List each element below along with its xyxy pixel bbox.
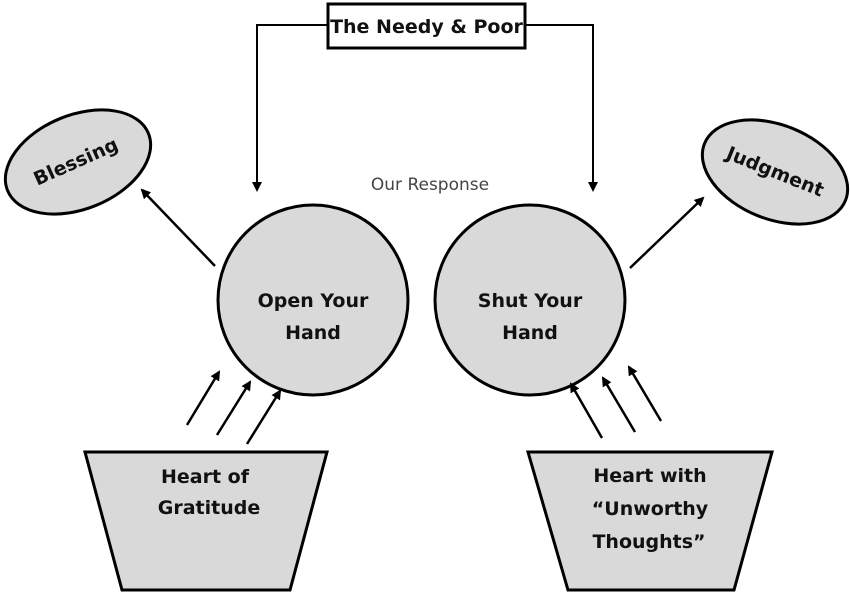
arrow-right-3 [627,365,663,422]
response-open-hand-line1: Open Your [258,290,369,312]
arrow-left-3 [245,389,282,445]
response-shut-hand-line1: Shut Your [478,290,583,312]
heart-unworthy-container [526,450,774,592]
arrow-left-2 [215,380,252,436]
response-open-hand-line2: Hand [285,322,341,344]
arrow-right-1 [569,382,604,439]
arrow-to-judgment [629,196,705,269]
heart-gratitude-container [83,450,329,592]
connector-left [252,24,328,192]
heart-unworthy-line2: “Unworthy [592,498,709,520]
title-label: The Needy & Poor [330,16,523,38]
connector-right [525,24,598,192]
arrow-left-1 [185,370,221,426]
response-open-hand-circle [216,203,410,397]
response-shut-hand-circle [433,203,627,397]
heart-gratitude-line2: Gratitude [158,497,260,519]
outcome-judgment-ellipse [700,118,850,226]
outcome-blessing-ellipse [3,108,153,216]
heart-gratitude-line1: Heart of [161,466,250,488]
heart-unworthy-line3: Thoughts” [592,531,705,553]
center-label: Our Response [371,175,489,195]
arrow-to-blessing [140,188,216,267]
arrow-right-2 [601,376,637,433]
response-shut-hand-line2: Hand [502,322,558,344]
heart-unworthy-line1: Heart with [593,465,706,487]
